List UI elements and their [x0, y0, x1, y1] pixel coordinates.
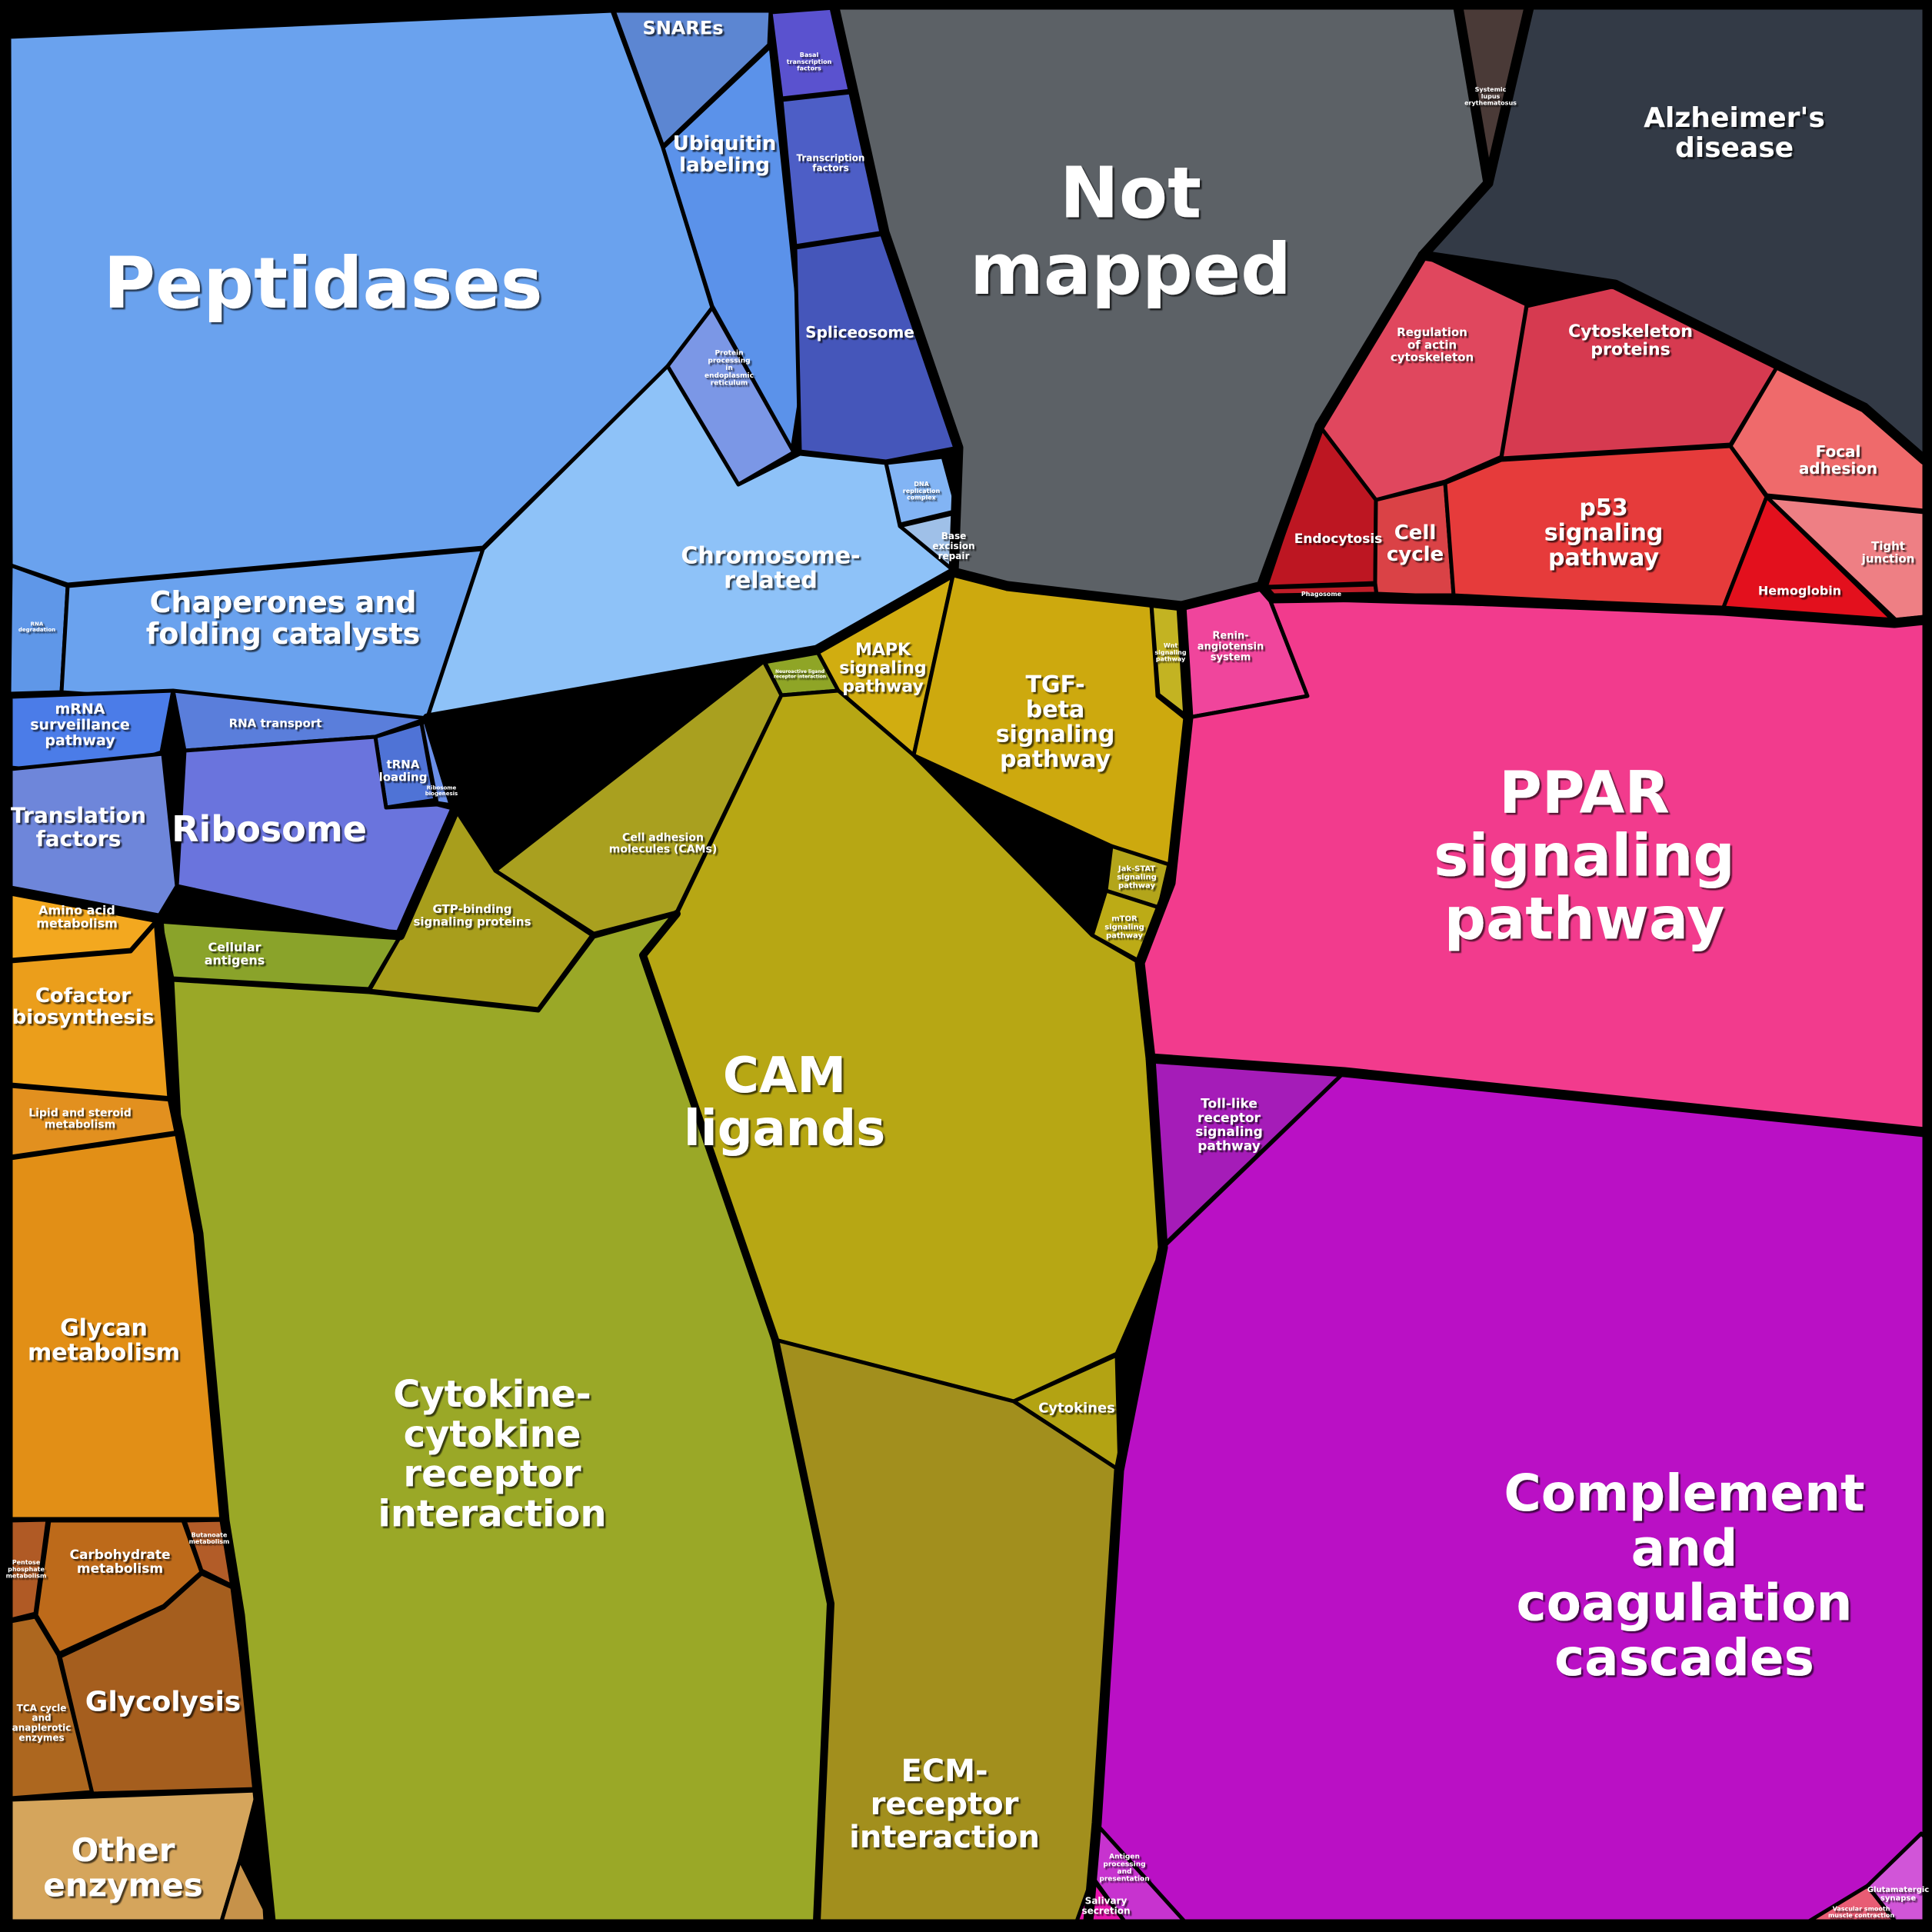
glutamatergic-synapse-cell[interactable]	[1865, 1831, 1927, 1924]
snares-label: SNAREs	[642, 17, 723, 38]
olive-purple-border	[1083, 1053, 1168, 1927]
red-pink-border	[1256, 581, 1930, 628]
chromosome-related-label: Chromosome-related	[681, 542, 860, 594]
peptidases-label: Peptidases	[103, 242, 542, 325]
translation-factors-cell[interactable]	[8, 751, 179, 919]
hemoglobin-label: Hemoglobin	[1758, 584, 1841, 598]
blue-green-border	[153, 713, 461, 941]
spliceosome-label: Spliceosome	[805, 323, 914, 341]
charcoal-red-border	[1417, 250, 1930, 465]
orange-green-border	[153, 913, 276, 1927]
glycolysis-label: Glycolysis	[85, 1687, 241, 1718]
ribosome-cell[interactable]	[175, 734, 458, 936]
small-unlabeled-enzyme-cell-cell[interactable]	[219, 1857, 273, 1924]
gray-olive-border	[1002, 581, 1187, 611]
phagosome-label: Phagosome	[1301, 591, 1342, 598]
blue-orange-border	[5, 885, 164, 924]
treemap-borders-layer	[5, 2, 1930, 1927]
blue-olive-border	[422, 567, 959, 724]
cytokines-label: Cytokines	[1038, 1400, 1115, 1416]
olive-pink-border	[1134, 601, 1194, 1064]
spliceosome-cell[interactable]	[793, 232, 961, 464]
ribosome-label: Ribosome	[172, 808, 367, 850]
endocytosis-label: Endocytosis	[1294, 531, 1383, 547]
sle-charcoal-border	[1483, 2, 1534, 188]
gray-red-border	[1256, 250, 1428, 591]
green-olive-border	[639, 910, 834, 1925]
treemap-cells-layer	[7, 5, 1927, 1924]
pink-purple-border	[1145, 1053, 1930, 1138]
snares-cell[interactable]	[611, 8, 773, 148]
gray-pink-border	[1176, 581, 1267, 611]
vascular-smooth-muscle-contraction-cell[interactable]	[1807, 1884, 1897, 1924]
blue-gray-border	[829, 2, 1013, 591]
rna-transport-label: RNA transport	[229, 716, 322, 730]
